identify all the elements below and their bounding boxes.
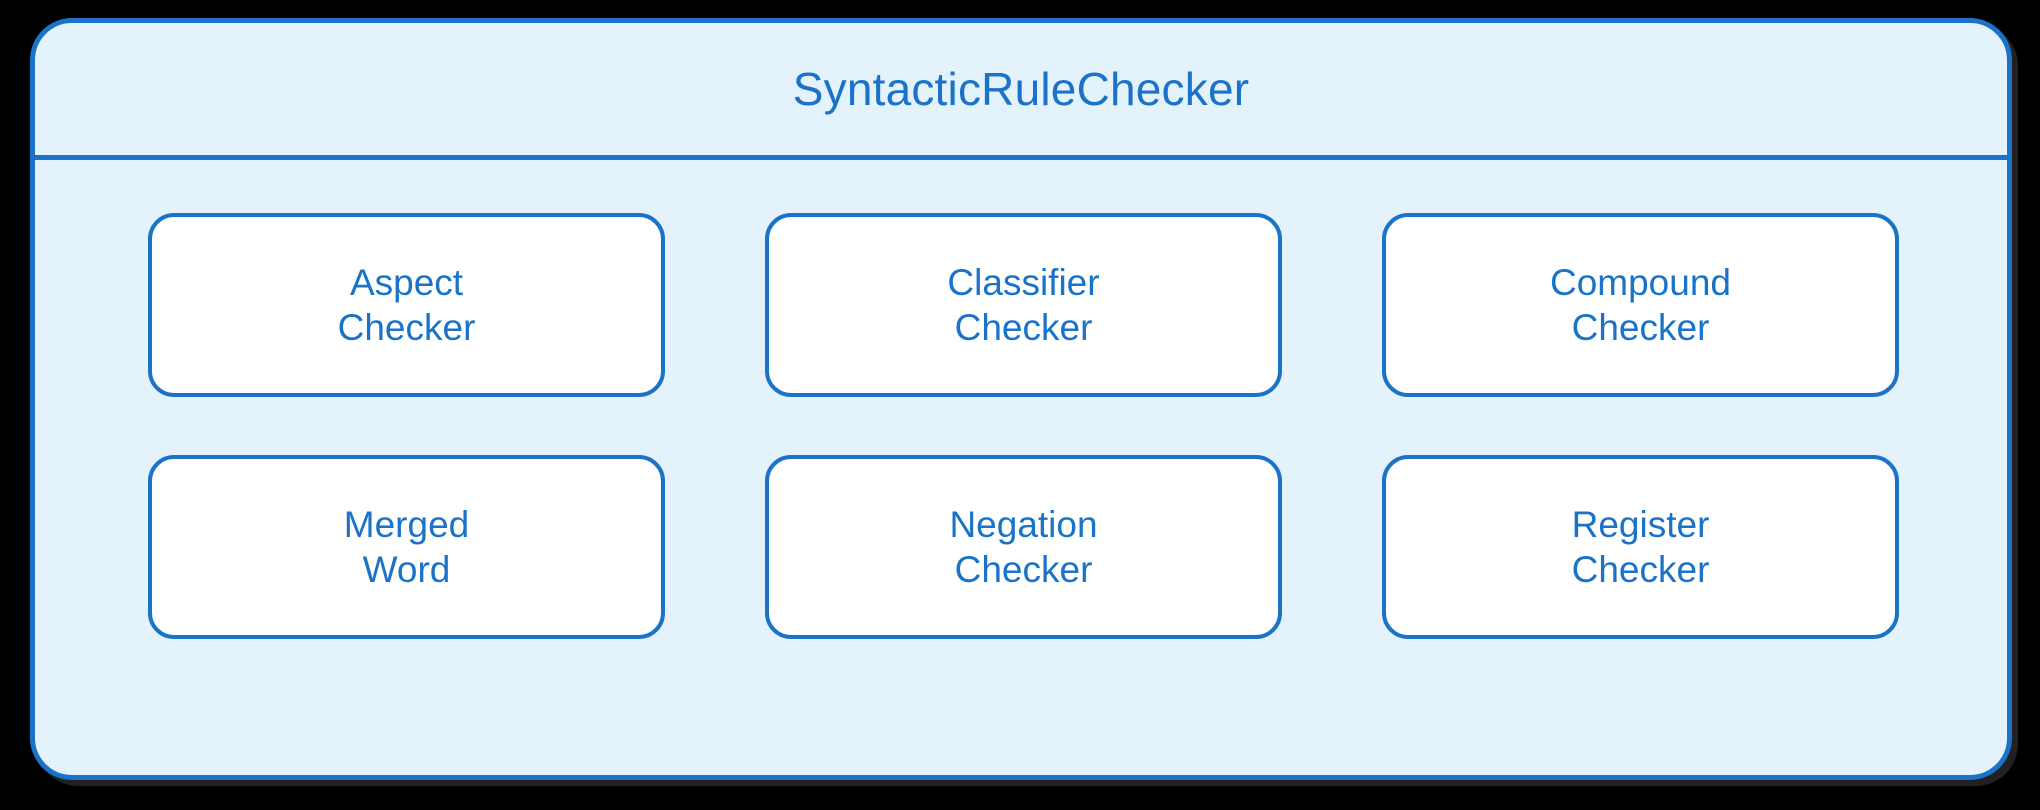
checker-label-line2: Checker bbox=[1571, 307, 1710, 348]
checker-box-negation[interactable]: Negation Checker bbox=[765, 455, 1282, 639]
checker-box-classifier[interactable]: Classifier Checker bbox=[765, 213, 1282, 397]
checker-label-line1: Aspect bbox=[349, 261, 464, 303]
syntactic-rule-checker-container: SyntacticRuleChecker Aspect Checker Clas… bbox=[30, 18, 2012, 780]
container-title: SyntacticRuleChecker bbox=[792, 63, 1250, 115]
checker-label-line2: Word bbox=[362, 549, 451, 590]
checker-box-compound[interactable]: Compound Checker bbox=[1382, 213, 1899, 397]
checker-label-line1: Classifier bbox=[947, 261, 1100, 303]
checker-label-line2: Checker bbox=[1571, 549, 1710, 590]
checker-box-register[interactable]: Register Checker bbox=[1382, 455, 1899, 639]
checker-label-line2: Checker bbox=[954, 549, 1093, 590]
checker-label-line1: Compound bbox=[1549, 261, 1731, 303]
checker-box-aspect[interactable]: Aspect Checker bbox=[148, 213, 665, 397]
checker-label-line1: Merged bbox=[343, 503, 470, 545]
checker-label-line2: Checker bbox=[954, 307, 1093, 348]
checker-label-line2: Checker bbox=[337, 307, 476, 348]
checker-label-line1: Negation bbox=[949, 503, 1098, 545]
title-divider bbox=[30, 155, 2012, 160]
checker-box-merged-word[interactable]: Merged Word bbox=[148, 455, 665, 639]
checker-label-line1: Register bbox=[1571, 503, 1710, 545]
checker-box-grid: Aspect Checker Classifier Checker Compou… bbox=[148, 213, 1900, 639]
